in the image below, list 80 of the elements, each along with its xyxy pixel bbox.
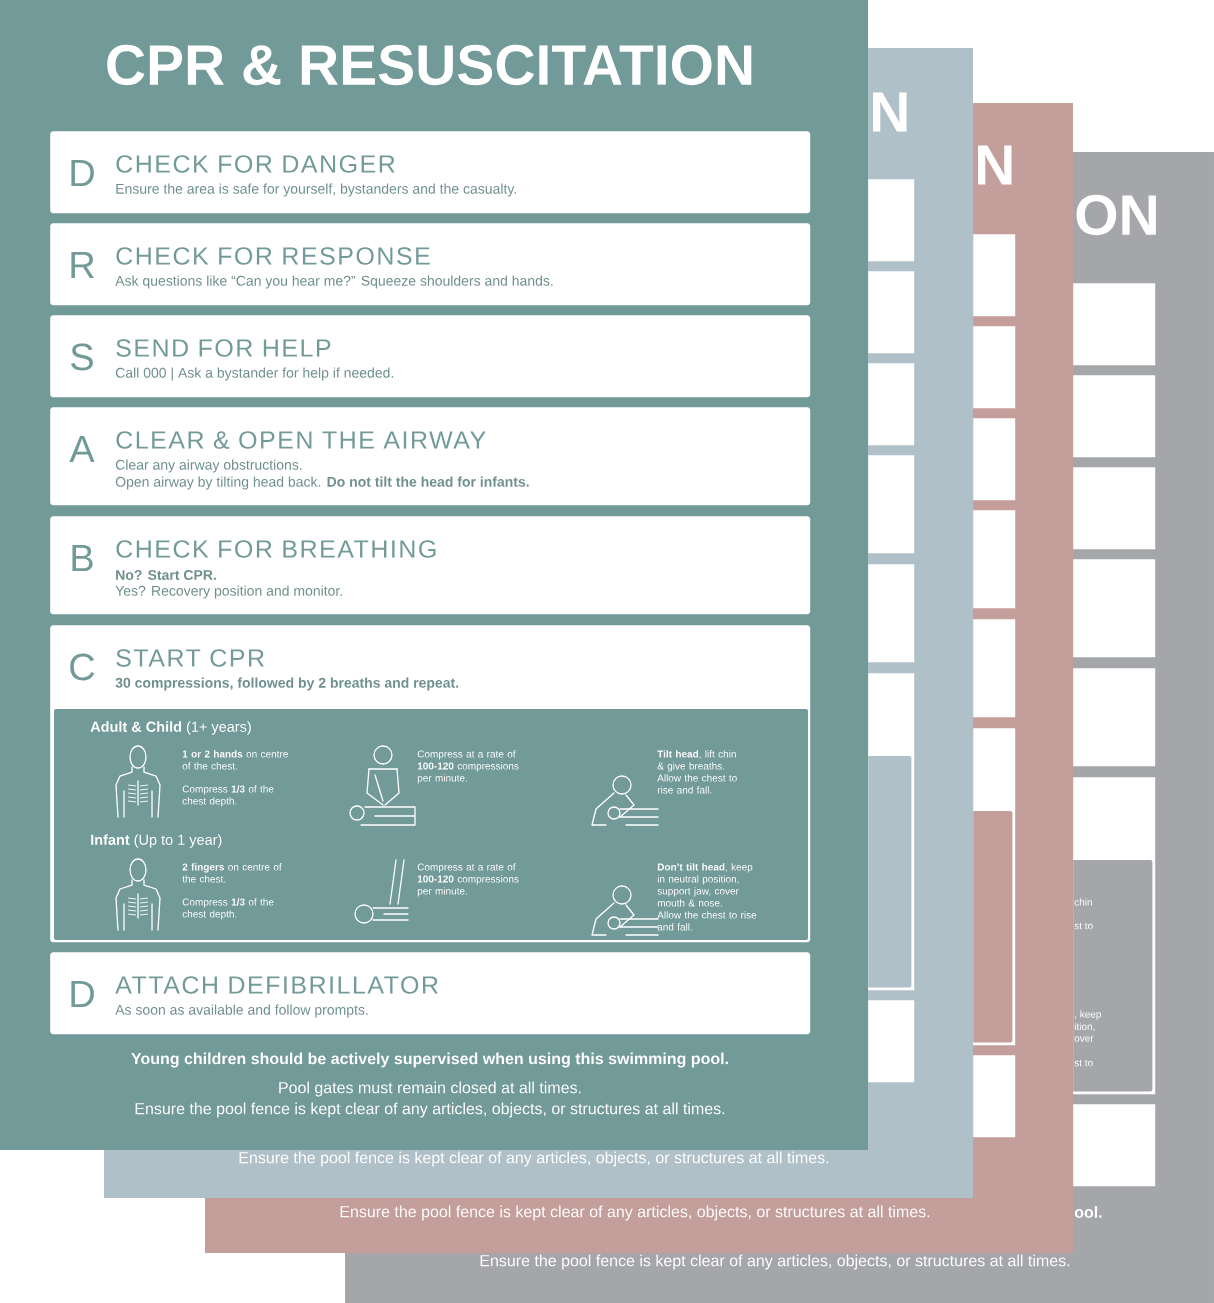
- panel-heading: Infant (Up to 1 year): [91, 834, 222, 848]
- instruction-text: 1 or 2 hands on centre of the chest.: [182, 750, 288, 770]
- blank-card: [1073, 375, 1156, 458]
- instruction-text: Allow the chest to rise and fall.: [657, 774, 737, 794]
- step-letter: R: [71, 251, 94, 279]
- blank-card: [973, 326, 1016, 409]
- step-heading: CHECK FOR RESPONSE: [116, 247, 430, 265]
- text-fragment: st to: [1074, 1059, 1093, 1067]
- panel-heading: Adult & Child (1+ years): [90, 721, 251, 735]
- step-card: [50, 315, 811, 398]
- text-fragment: , keep: [1075, 1010, 1101, 1020]
- notice-text: Pool gates must remain closed at all times.: [279, 1081, 581, 1097]
- notice-text: Ensure the pool fence is kept clear of any articles, objects, or structures at all times.: [480, 1254, 1070, 1270]
- blank-card: [868, 363, 915, 446]
- panel-outline: [867, 754, 914, 990]
- text-fragment: over: [1074, 1036, 1094, 1042]
- title-fragment: N: [873, 92, 907, 132]
- step-description: No? Start CPR.: [116, 570, 216, 580]
- step-description: Yes? Recovery position and monitor.: [115, 585, 342, 599]
- notice-text: Ensure the pool fence is kept clear of any articles, objects, or structures at all times.: [239, 1151, 829, 1167]
- step-letter: B: [72, 544, 93, 572]
- step-description: Call 000 | Ask a bystander for help if needed.: [115, 367, 393, 381]
- step-heading: SEND FOR HELP: [116, 339, 331, 357]
- step-card: [50, 131, 811, 214]
- blank-card: [1073, 1104, 1156, 1187]
- panel-outline: [972, 809, 1015, 1045]
- blank-card: [973, 234, 1016, 317]
- blank-card: [973, 619, 1016, 718]
- notice-text: ool.: [1074, 1206, 1102, 1218]
- poster-title: CPR & RESUSCITATION: [107, 44, 752, 86]
- step-letter: D: [71, 159, 94, 187]
- step-heading: ATTACH DEFIBRILLATOR: [115, 976, 438, 994]
- step-heading: CLEAR & OPEN THE AIRWAY: [116, 431, 486, 449]
- step-heading: CHECK FOR DANGER: [116, 155, 395, 173]
- blank-card: [973, 510, 1016, 609]
- instruction-text: Compress at a rate of 100-120 compressions per minute.: [417, 750, 519, 784]
- notice-text: Young children should be actively supervised when using this swimming pool.: [131, 1052, 728, 1068]
- blank-card: [973, 418, 1016, 501]
- step-description: 30 compressions, followed by 2 breaths and repeat.: [115, 677, 459, 691]
- instruction-text: Compress 1/3 of the chest depth.: [182, 898, 274, 920]
- step-card: [50, 223, 811, 306]
- text-fragment: chin: [1074, 898, 1092, 906]
- instruction-text: Don’t tilt head, keep in neutral position, support jaw, cover mouth & nose.: [657, 863, 753, 907]
- instruction-text: Allow the chest to rise and fall.: [657, 911, 757, 931]
- blank-card: [868, 1000, 915, 1083]
- blank-card: [868, 271, 915, 354]
- step-description: Ask questions like “Can you hear me?” Squeeze shoulders and hands.: [115, 275, 553, 289]
- panel-outline: [1072, 858, 1155, 1094]
- instruction-text: Tilt head, lift chin & give breaths.: [657, 750, 736, 772]
- blank-card: [1073, 668, 1156, 767]
- step-card: [50, 952, 811, 1035]
- title-fragment: N: [978, 145, 1012, 185]
- step-card: [50, 407, 811, 506]
- step-letter: C: [70, 653, 95, 681]
- step-description: As soon as available and follow prompts.: [115, 1004, 368, 1018]
- blank-card: [1073, 283, 1156, 366]
- step-heading: CHECK FOR BREATHING: [116, 540, 436, 558]
- instruction-text: 2 fingers on centre of the chest.: [182, 863, 282, 883]
- blank-card: [973, 1055, 1016, 1138]
- blank-card: [1073, 467, 1156, 550]
- step-description: Clear any airway obstructions.: [115, 459, 302, 473]
- blank-card: [868, 179, 915, 262]
- blank-card: [868, 564, 915, 663]
- step-letter: A: [69, 435, 95, 463]
- instruction-text: Compress at a rate of 100-120 compressions per minute.: [417, 863, 519, 897]
- text-fragment: st to: [1074, 922, 1093, 930]
- step-letter: D: [71, 980, 94, 1008]
- notice-text: Ensure the pool fence is kept clear of any articles, objects, or structures at all times.: [135, 1102, 725, 1118]
- text-fragment: ition,: [1074, 1022, 1095, 1032]
- step-heading: START CPR: [116, 649, 264, 667]
- instruction-text: Compress 1/3 of the chest depth.: [182, 785, 274, 807]
- instruction-panel: [52, 707, 810, 942]
- step-description: Ensure the area is safe for yourself, bystanders and the casualty.: [116, 183, 516, 197]
- step-letter: S: [71, 343, 93, 371]
- blank-card: [1073, 559, 1156, 658]
- step-description: Open airway by tilting head back. Do not tilt the head for infants.: [115, 476, 529, 490]
- title-fragment: ON: [1076, 194, 1156, 236]
- blank-card: [868, 455, 915, 554]
- step-card: [50, 516, 811, 615]
- notice-text: Ensure the pool fence is kept clear of any articles, objects, or structures at all times.: [340, 1205, 930, 1221]
